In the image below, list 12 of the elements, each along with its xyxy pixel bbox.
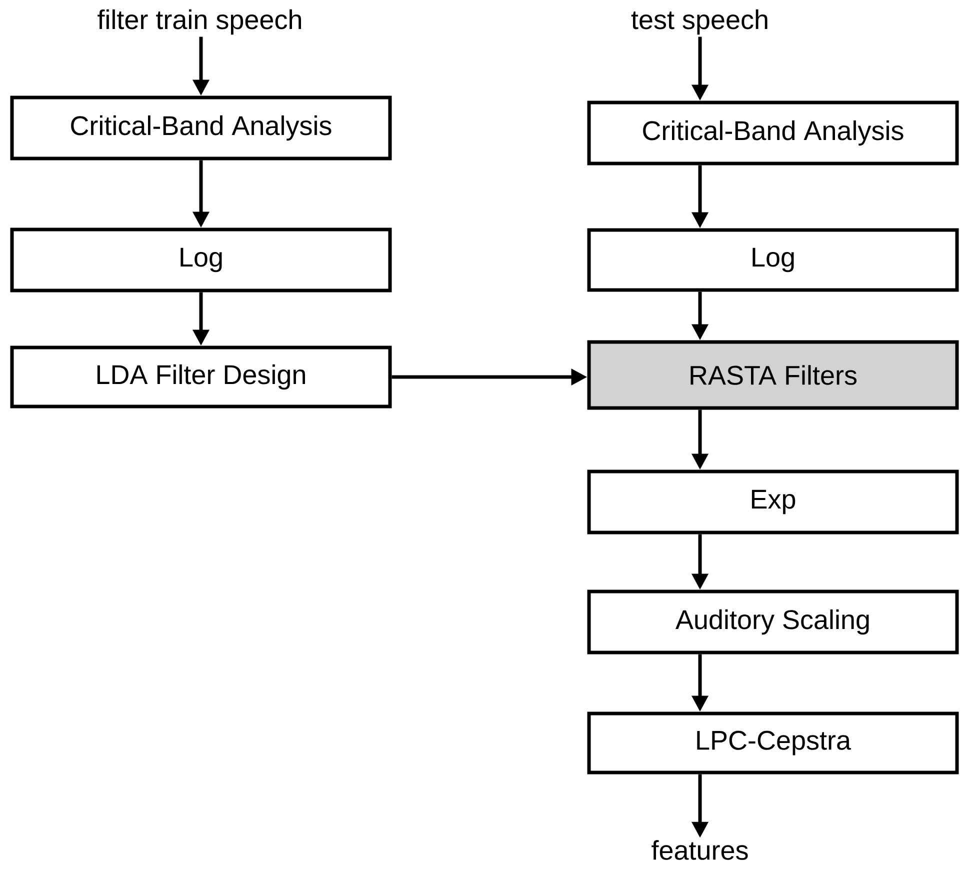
process-box: Log	[10, 228, 392, 292]
process-box: Exp	[587, 470, 959, 534]
process-box: LPC-Cepstra	[587, 712, 959, 774]
process-box: Auditory Scaling	[587, 590, 959, 654]
process-box: Log	[587, 228, 959, 292]
process-box: LDA Filter Design	[10, 346, 392, 408]
process-box: Critical-Band Analysis	[587, 100, 959, 166]
process-box: Critical-Band Analysis	[10, 96, 392, 160]
io-label: filter train speech	[98, 9, 301, 35]
process-box: RASTA Filters	[587, 340, 959, 410]
io-label: test speech	[631, 9, 768, 35]
io-label: features	[652, 840, 748, 860]
